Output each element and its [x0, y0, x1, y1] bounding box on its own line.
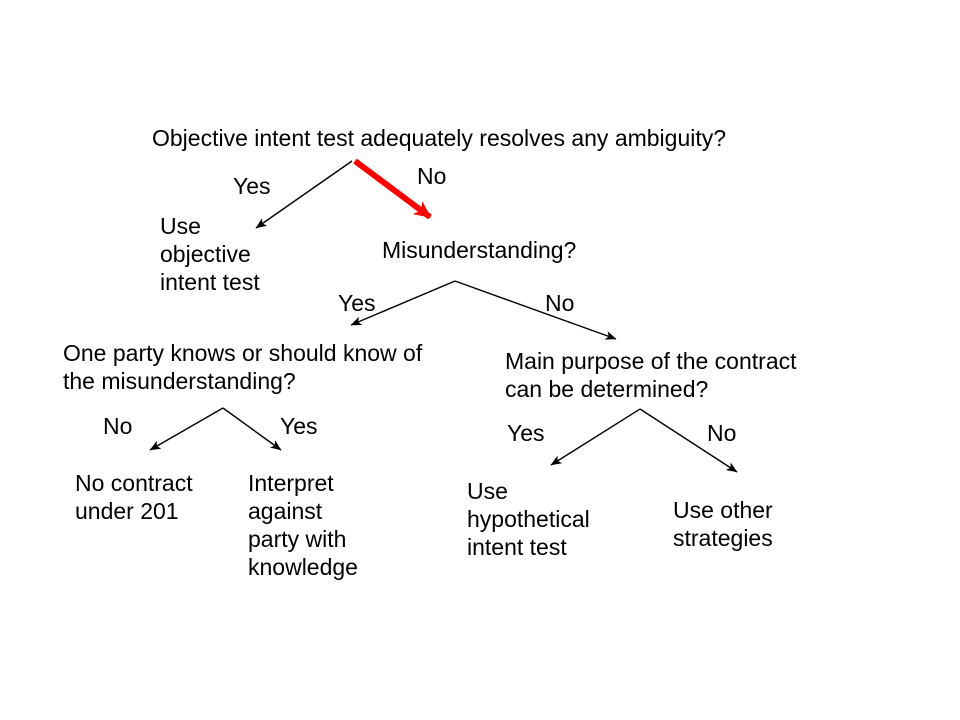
arrow-main-purpose-yes: [550, 408, 641, 466]
question-misunderstanding: Misunderstanding?: [382, 237, 577, 263]
edge-label-misunderstanding-no: No: [545, 290, 575, 316]
edge-label-misunderstanding-yes: Yes: [338, 290, 376, 316]
outcome-use-other-strategies: Use other strategies: [673, 497, 773, 551]
arrow-party-knows-yes: [222, 407, 282, 451]
question-objective-intent: Objective intent test adequately resolve…: [152, 125, 727, 151]
outcome-use-hypothetical-intent-test: Use hypothetical intent test: [467, 478, 590, 560]
outcome-use-objective-intent-test: Use objective intent test: [160, 213, 260, 295]
question-party-knows-misunderstanding: One party knows or should know of the mi…: [63, 340, 423, 394]
edge-label-party-knows-no: No: [103, 413, 133, 439]
edge-label-objective-no: No: [417, 163, 447, 189]
edge-label-party-knows-yes: Yes: [280, 413, 318, 439]
question-main-purpose-determined: Main purpose of the contract can be dete…: [505, 348, 797, 402]
outcome-interpret-against-party: Interpret against party with knowledge: [248, 470, 358, 580]
edge-label-objective-yes: Yes: [233, 173, 271, 199]
arrow-misunderstanding-no: [454, 280, 617, 340]
edge-label-main-purpose-no: No: [707, 420, 737, 446]
edge-label-main-purpose-yes: Yes: [507, 420, 545, 446]
outcome-no-contract-under-201: No contract under 201: [75, 470, 193, 524]
arrow-party-knows-no: [149, 407, 224, 451]
